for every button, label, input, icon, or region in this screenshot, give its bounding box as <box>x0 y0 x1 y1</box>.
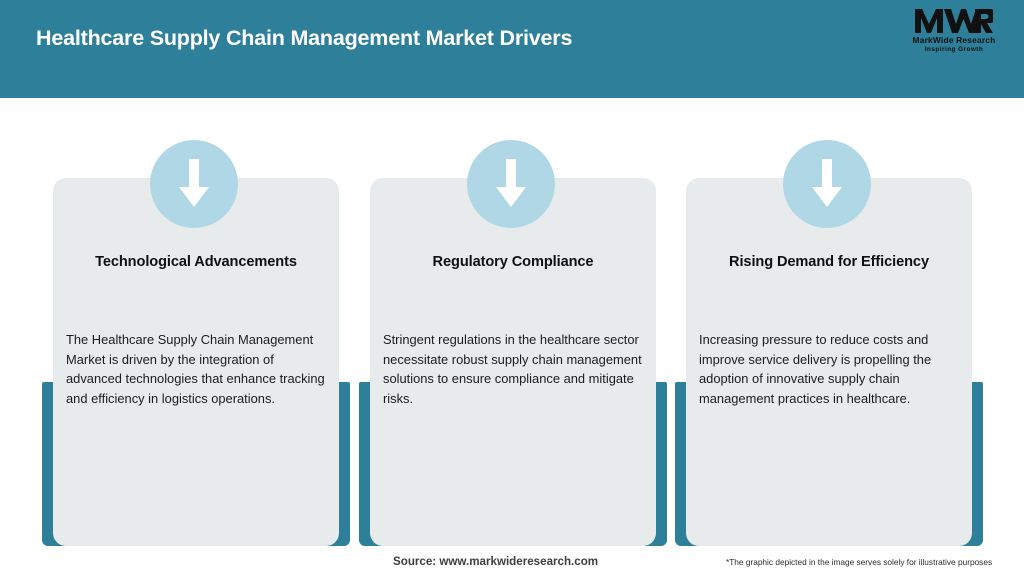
brand-logo: MarkWide Research Inspiring Growth <box>902 8 1006 60</box>
source-label: Source: www.markwideresearch.com <box>393 555 599 568</box>
card-body-1: The Healthcare Supply Chain Management M… <box>66 332 325 406</box>
card-title-3: Rising Demand for Efficiency <box>729 254 929 270</box>
card-surface-2: Regulatory Compliance Stringent regulati… <box>370 178 656 546</box>
driver-card-3[interactable]: Rising Demand for Efficiency Increasing … <box>670 140 986 550</box>
page-title: Healthcare Supply Chain Management Marke… <box>36 26 573 50</box>
card-title-2: Regulatory Compliance <box>432 254 594 270</box>
card-body-3: Increasing pressure to reduce costs and … <box>699 332 932 406</box>
header-band: Healthcare Supply Chain Management Marke… <box>0 0 1024 98</box>
card-body-2: Stringent regulations in the healthcare … <box>383 332 642 406</box>
down-arrow-icon <box>179 159 209 207</box>
card-icon-badge-1 <box>150 140 238 228</box>
card-icon-badge-3 <box>783 140 871 228</box>
driver-card-2[interactable]: Regulatory Compliance Stringent regulati… <box>354 140 670 550</box>
down-arrow-icon <box>812 159 842 207</box>
driver-card-1[interactable]: Technological Advancements The Healthcar… <box>37 140 353 550</box>
logo-company-name: MarkWide Research <box>912 35 996 45</box>
mwr-logo-icon <box>915 9 993 33</box>
card-icon-badge-2 <box>467 140 555 228</box>
down-arrow-icon <box>496 159 526 207</box>
disclaimer-label: *The graphic depicted in the image serve… <box>726 557 993 567</box>
card-surface-3: Rising Demand for Efficiency Increasing … <box>686 178 972 546</box>
logo-tagline: Inspiring Growth <box>924 46 984 53</box>
card-surface-1: Technological Advancements The Healthcar… <box>53 178 339 546</box>
card-title-1: Technological Advancements <box>95 254 297 270</box>
